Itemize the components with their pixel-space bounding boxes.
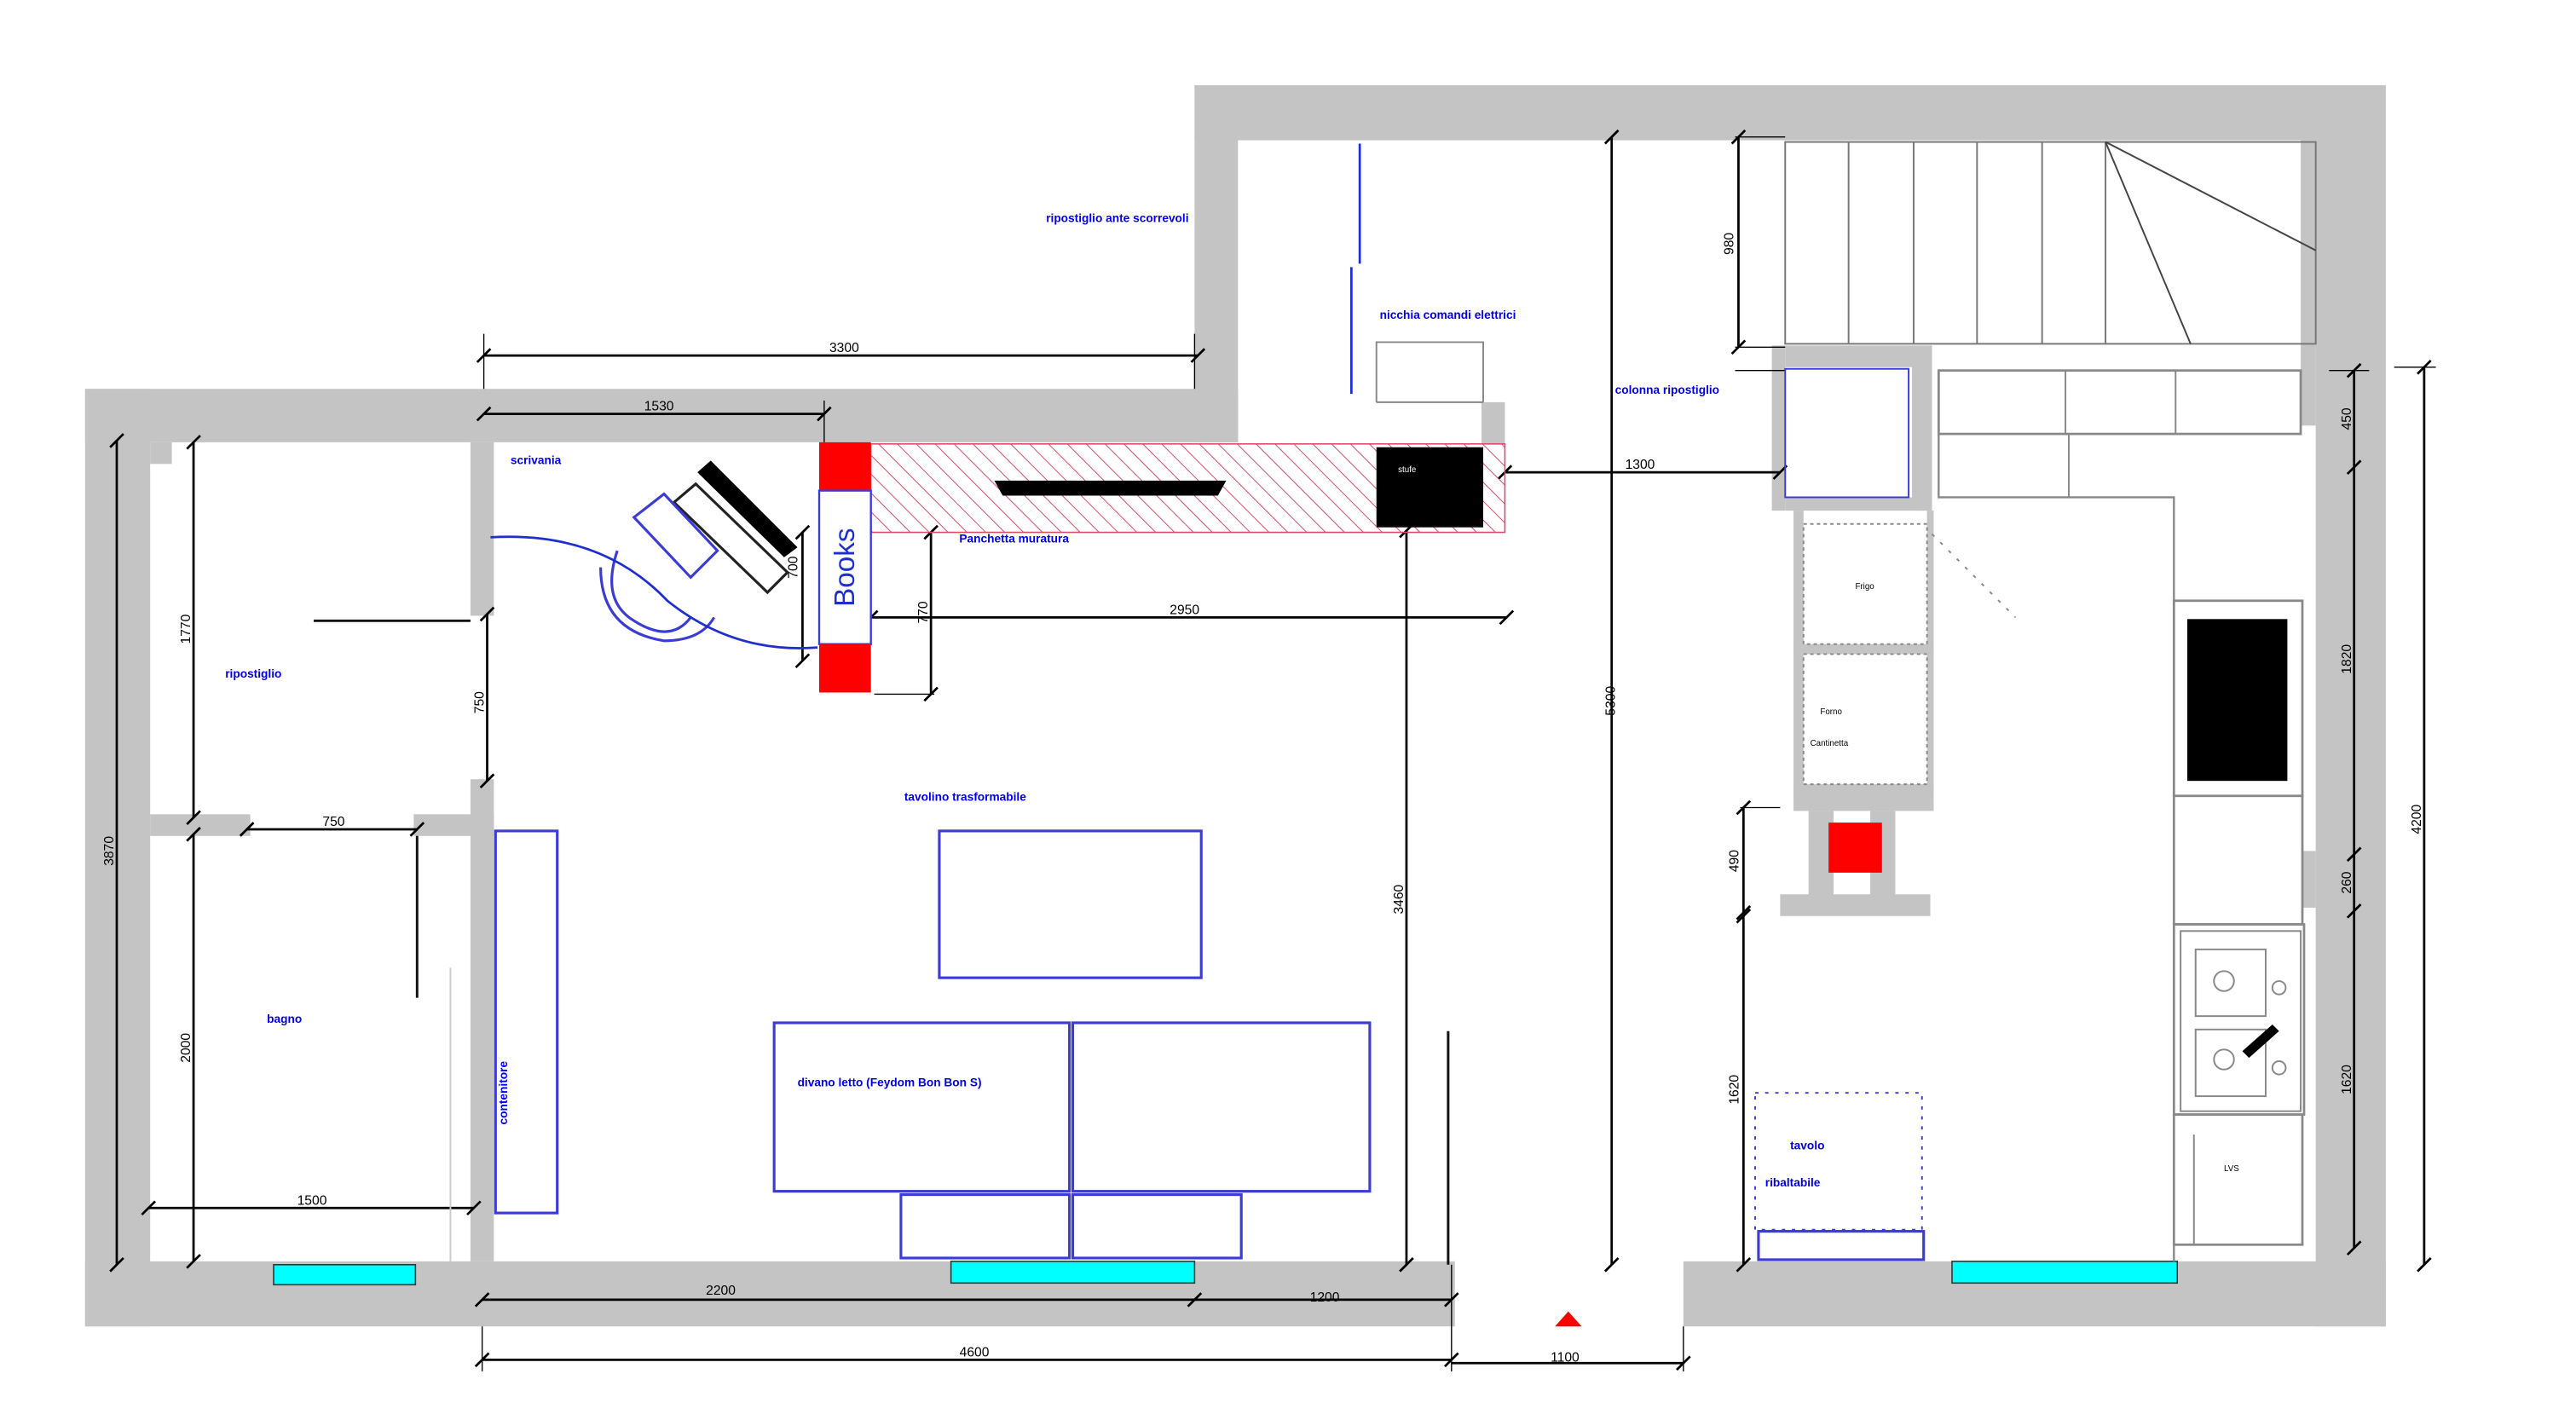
fridge xyxy=(1802,522,1928,645)
dim-3300: 3300 xyxy=(829,341,859,355)
label-cantinetta: Cantinetta xyxy=(1811,739,1849,748)
label-forno: Forno xyxy=(1820,707,1842,717)
label-tavolino: tavolino trasformabile xyxy=(904,791,1026,804)
entrance-marker xyxy=(1555,1311,1582,1327)
dim-4200: 4200 xyxy=(2410,805,2424,834)
label-stufe: stufe xyxy=(1398,465,1416,475)
label-panchetta: Panchetta muratura xyxy=(959,532,1069,545)
dim-1500: 1500 xyxy=(297,1193,327,1208)
bench-cushion xyxy=(994,480,1227,496)
dimension-text: 3300 1530 1300 980 5300 700 770 2950 177… xyxy=(102,233,2424,1365)
sofa-footrest-left xyxy=(899,1193,1071,1260)
label-tavolo: tavolo xyxy=(1790,1140,1824,1152)
container-cabinet xyxy=(494,829,559,1215)
dim-260: 260 xyxy=(2340,871,2354,893)
dim-3870: 3870 xyxy=(102,836,117,866)
oven xyxy=(1802,653,1928,786)
desk-outline xyxy=(672,482,790,595)
folding-table xyxy=(1754,1092,1923,1231)
label-books: Books xyxy=(829,528,861,606)
storage-column xyxy=(1784,367,1910,499)
dim-2950: 2950 xyxy=(1170,603,1199,617)
label-nicchia: nicchia comandi elettrici xyxy=(1380,309,1516,321)
extension-lines xyxy=(481,136,2436,1372)
label-ripostiglio: ripostiglio xyxy=(225,667,281,680)
label-ribaltabile: ribaltabile xyxy=(1765,1176,1821,1189)
window-bathroom xyxy=(273,1264,417,1286)
dim-5300: 5300 xyxy=(1604,686,1619,716)
dim-770: 770 xyxy=(916,601,931,623)
dim-1200: 1200 xyxy=(1310,1290,1340,1305)
dim-700: 700 xyxy=(787,556,801,578)
label-divano: divano letto (Feydom Bon Bon S) xyxy=(798,1076,982,1088)
label-lvs: LVS xyxy=(2224,1164,2239,1174)
dim-1300: 1300 xyxy=(1626,458,1655,472)
window-kitchen xyxy=(1951,1261,2178,1284)
dimension-lines xyxy=(109,129,2432,1371)
books-bottom xyxy=(819,644,871,693)
kitchen xyxy=(1754,367,2306,1261)
electrical-niche xyxy=(1375,341,1484,402)
dim-450: 450 xyxy=(2340,407,2354,430)
sink-area xyxy=(2180,930,2302,1112)
books-top xyxy=(819,442,871,491)
books-shelf xyxy=(817,489,872,645)
label-scrivania: scrivania xyxy=(511,453,562,466)
dishwasher xyxy=(2172,1113,2304,1246)
label-ripostiglio-ante: ripostiglio ante scorrevoli xyxy=(1046,212,1188,225)
dim-1100: 1100 xyxy=(1551,1350,1580,1365)
labels: ripostiglio ante scorrevoli nicchia coma… xyxy=(225,212,2239,1189)
sofa-footrest-right xyxy=(1071,1193,1243,1260)
cooktop xyxy=(2186,619,2288,782)
door-swing-arc xyxy=(490,535,818,649)
dim-490: 490 xyxy=(1727,850,1741,872)
dim-1620-right: 1620 xyxy=(2340,1065,2354,1094)
dim-3460: 3460 xyxy=(1392,884,1406,914)
dim-750-vertical: 750 xyxy=(473,691,488,713)
red-column xyxy=(1828,823,1882,873)
dim-1770: 1770 xyxy=(179,614,193,644)
label-frigo: Frigo xyxy=(1855,582,1874,592)
dim-2200: 2200 xyxy=(706,1284,736,1298)
dim-750-horizontal: 750 xyxy=(322,815,344,829)
living-furniture xyxy=(313,143,1506,1265)
coffee-table xyxy=(938,829,1203,979)
desk-top xyxy=(697,460,798,557)
sofa-right xyxy=(1071,1021,1372,1193)
window-living xyxy=(950,1261,1196,1284)
label-contenitore: contenitore xyxy=(497,1061,510,1125)
dim-1620-left: 1620 xyxy=(1727,1075,1741,1105)
label-bagno: bagno xyxy=(267,1013,302,1025)
stove xyxy=(1376,447,1483,528)
label-colonna: colonna ripostiglio xyxy=(1615,384,1719,396)
dim-980: 980 xyxy=(1723,233,1737,255)
walls xyxy=(84,85,2386,1327)
dim-1820: 1820 xyxy=(2340,644,2354,674)
sofa-left xyxy=(772,1021,1071,1193)
dim-4600: 4600 xyxy=(960,1345,990,1359)
windows xyxy=(273,1261,2178,1327)
dim-2000: 2000 xyxy=(179,1033,193,1063)
dim-1530: 1530 xyxy=(644,400,674,414)
stairs xyxy=(1784,141,2317,345)
desk-chair xyxy=(610,492,719,633)
